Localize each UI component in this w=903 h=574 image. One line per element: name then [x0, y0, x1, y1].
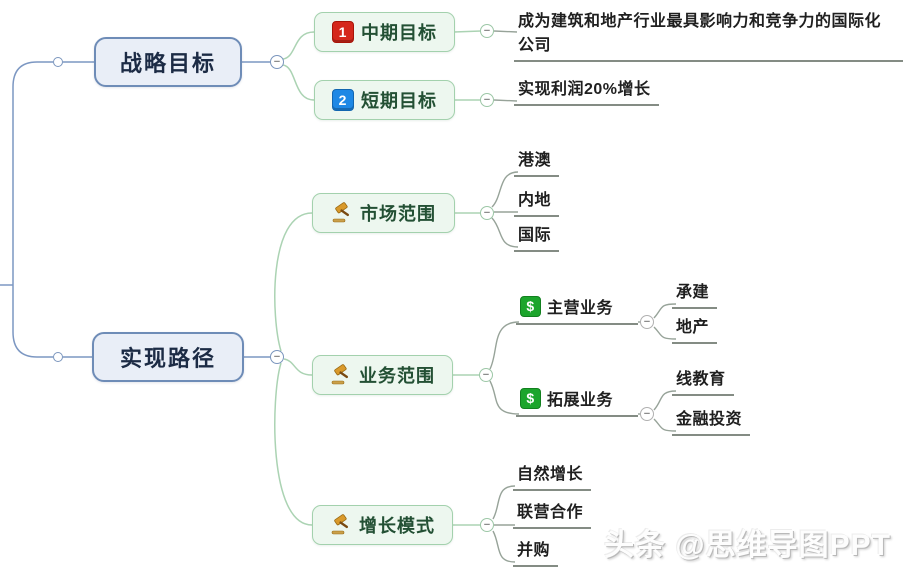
topic-short-term-goal[interactable]: 2 短期目标 — [314, 80, 455, 120]
topic-business-scope[interactable]: 业务范围 — [312, 355, 453, 395]
leaf-online-education[interactable]: 线教育 — [672, 365, 734, 396]
leaf-label: 线教育 — [676, 371, 726, 388]
topic-label: 主营业务 — [547, 300, 614, 317]
leaf-label: 并购 — [517, 542, 551, 559]
topic-label: 业务范围 — [359, 366, 435, 386]
minus-icon: − — [483, 518, 491, 531]
minus-icon: − — [483, 206, 491, 219]
leaf-label: 成为建筑和地产行业最具影响力和竞争力的国际化公司 — [518, 13, 882, 54]
collapse-toggle-short-term-goal[interactable]: − — [480, 93, 494, 107]
leaf-real-estate[interactable]: 地产 — [672, 313, 718, 344]
leaf-label: 实现利润20%增长 — [518, 81, 651, 98]
leaf-label: 自然增长 — [517, 466, 584, 483]
topic-label: 中期目标 — [361, 23, 437, 43]
leaf-label: 国际 — [518, 227, 552, 244]
collapse-toggle-growth-model[interactable]: − — [480, 518, 494, 532]
topic-expansion-business[interactable]: $ 拓展业务 — [516, 386, 638, 417]
watermark-text: 头条 @思维导图PPT — [604, 529, 891, 562]
collapse-toggle-business-scope[interactable]: − — [479, 368, 493, 382]
dollar-icon: $ — [520, 295, 541, 317]
minus-icon: − — [643, 407, 651, 420]
minus-icon: − — [483, 24, 491, 37]
minus-icon: − — [643, 315, 651, 328]
collapse-toggle-implementation-path[interactable]: − — [270, 350, 284, 364]
collapse-toggle-strategic-goals[interactable]: − — [270, 55, 284, 69]
leaf-merger-acquisition[interactable]: 并购 — [513, 536, 559, 567]
leaf-joint-operation[interactable]: 联营合作 — [513, 498, 592, 529]
leaf-goal-international-company[interactable]: 成为建筑和地产行业最具影响力和竞争力的国际化公司 — [514, 7, 903, 62]
branch-junction-dot — [53, 57, 63, 67]
topic-label: 实现路径 — [119, 346, 216, 371]
leaf-label: 联营合作 — [517, 504, 584, 521]
badge-1-icon: 1 — [332, 21, 354, 43]
minus-icon: − — [483, 93, 491, 106]
branch-junction-dot — [53, 352, 63, 362]
collapse-toggle-mid-term-goal[interactable]: − — [480, 24, 494, 38]
topic-implementation-path[interactable]: 实现路径 — [92, 332, 244, 382]
minus-icon: − — [482, 368, 490, 381]
topic-strategic-goals[interactable]: 战略目标 — [94, 37, 242, 87]
topic-label: 短期目标 — [361, 91, 437, 111]
topic-growth-model[interactable]: 增长模式 — [312, 505, 453, 545]
topic-main-business[interactable]: $ 主营业务 — [516, 294, 638, 325]
minus-icon: − — [273, 350, 281, 363]
leaf-profit-growth[interactable]: 实现利润20%增长 — [514, 75, 659, 106]
gavel-icon — [331, 514, 349, 535]
leaf-label: 地产 — [676, 319, 710, 336]
topic-mid-term-goal[interactable]: 1 中期目标 — [314, 12, 455, 52]
leaf-hk-macau[interactable]: 港澳 — [514, 146, 560, 177]
collapse-toggle-expansion-business[interactable]: − — [640, 407, 654, 421]
collapse-toggle-main-business[interactable]: − — [640, 315, 654, 329]
dollar-icon: $ — [520, 387, 541, 409]
topic-label: 市场范围 — [360, 204, 436, 224]
gavel-icon — [331, 364, 349, 385]
topic-label: 拓展业务 — [547, 392, 614, 409]
leaf-international[interactable]: 国际 — [514, 221, 560, 252]
leaf-construction[interactable]: 承建 — [672, 278, 718, 309]
leaf-financial-investment[interactable]: 金融投资 — [672, 405, 751, 436]
leaf-label: 港澳 — [518, 152, 552, 169]
badge-2-icon: 2 — [332, 89, 354, 111]
leaf-mainland[interactable]: 内地 — [514, 186, 560, 217]
leaf-label: 金融投资 — [676, 411, 743, 428]
collapse-toggle-market-scope[interactable]: − — [480, 206, 494, 220]
topic-market-scope[interactable]: 市场范围 — [312, 193, 455, 233]
leaf-label: 内地 — [518, 192, 552, 209]
gavel-icon — [332, 202, 350, 223]
topic-label: 增长模式 — [359, 516, 435, 536]
leaf-natural-growth[interactable]: 自然增长 — [513, 460, 592, 491]
leaf-label: 承建 — [676, 284, 710, 301]
topic-label: 战略目标 — [119, 51, 216, 76]
minus-icon: − — [273, 55, 281, 68]
